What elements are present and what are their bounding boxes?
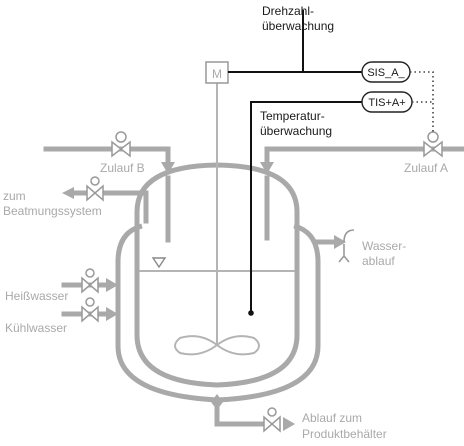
vessel-shell	[134, 162, 300, 388]
signal-temperatur	[250, 101, 362, 313]
arrow-beatmung-icon	[62, 187, 74, 199]
valve-kuehlwasser-icon	[81, 297, 99, 323]
label-temperatur-1: Temperatur-	[260, 109, 325, 123]
label-ablauf-1: Ablauf zum	[302, 411, 362, 425]
pipe-ablauf	[214, 397, 265, 427]
pipe-zulauf-b	[43, 146, 171, 169]
level-marker-icon	[151, 257, 167, 269]
arrow-wasserablauf-icon	[334, 235, 346, 249]
stirrer-blades	[174, 335, 260, 356]
label-wasserablauf-2: ablauf	[362, 254, 395, 268]
valve-zulauf-b-icon	[111, 131, 131, 158]
pipe-beatmung	[103, 190, 149, 224]
valve-zulauf-a-icon	[423, 131, 443, 158]
label-heisswasser: Heißwasser	[5, 289, 68, 303]
label-beatmung-2: Beatmungssystem	[3, 204, 102, 218]
arrow-ablauf-right-icon	[283, 417, 295, 431]
label-beatmung-1: zum	[3, 189, 26, 203]
motor-label: M	[212, 67, 222, 81]
arrow-ablauf-down-icon	[211, 402, 223, 410]
tag-tis-label: TIS+A+	[368, 97, 405, 109]
temperature-sensor	[248, 310, 254, 316]
label-zulauf-a: Zulauf A	[404, 161, 448, 175]
label-wasserablauf-1: Wasser-	[362, 239, 406, 253]
label-drehzahl-1: Drehzahl-	[262, 4, 314, 18]
valve-beatmung-icon	[86, 176, 104, 202]
label-temperatur-2: überwachung	[260, 124, 332, 138]
arrow-zulauf-b-icon	[161, 162, 175, 174]
pipe-zulauf-a	[264, 146, 464, 169]
dotted-sis-to-valve	[410, 71, 434, 132]
label-ablauf-2: Produktbehälter	[302, 427, 387, 441]
label-kuehlwasser: Kühlwasser	[5, 321, 67, 335]
label-drehzahl-2: überwachung	[262, 19, 334, 33]
valve-ablauf-icon	[263, 407, 281, 433]
siphon-wasserablauf-icon	[338, 229, 355, 263]
valve-heisswasser-icon	[81, 268, 99, 294]
tag-sis-label: SIS_A_	[367, 67, 405, 79]
arrow-zulauf-a-icon	[260, 162, 274, 174]
arrow-heisswasser-icon	[106, 278, 118, 292]
arrow-ablauf-up-icon	[211, 394, 223, 402]
arrow-kuehlwasser-icon	[106, 307, 118, 321]
label-zulauf-b: Zulauf B	[100, 161, 145, 175]
